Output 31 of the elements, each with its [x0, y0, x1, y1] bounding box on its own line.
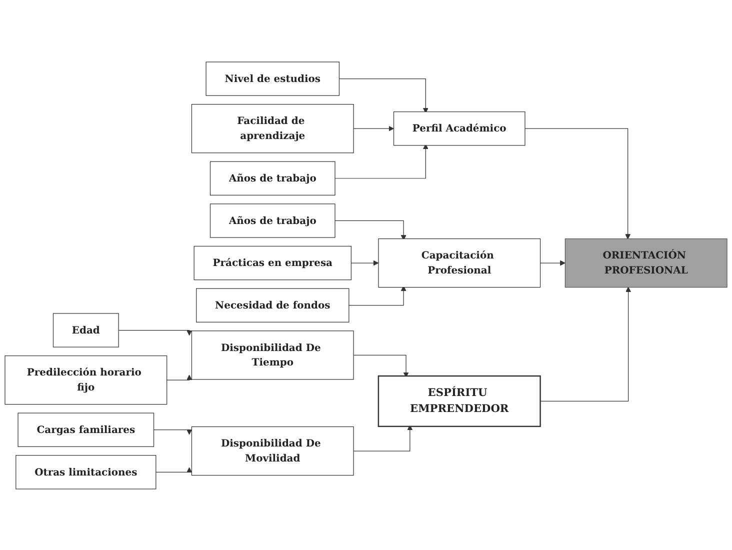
node-box: ORIENTACIÓN PROFESIONAL	[564, 238, 728, 288]
node-box: Facilidad de aprendizaje	[191, 104, 354, 153]
node-box: Disponibilidad De Movilidad	[191, 426, 354, 476]
node-box: Edad	[52, 312, 119, 347]
arrow	[153, 428, 192, 434]
node-box: Predilección horario fijo	[4, 354, 168, 404]
arrow	[348, 285, 406, 306]
node-box: Perfil Académico	[393, 110, 526, 146]
node-box: Cargas familiares	[18, 412, 154, 446]
arrow	[353, 125, 394, 131]
arrow	[540, 260, 566, 266]
arrow	[334, 143, 428, 178]
node-box: ESPÍRITU EMPRENDEDOR	[378, 374, 541, 427]
arrow	[156, 466, 192, 472]
arrow	[338, 78, 428, 113]
node-box: Años de trabajo	[210, 203, 336, 238]
arrow	[353, 354, 409, 378]
arrow	[118, 329, 192, 336]
node-box: Otras limitaciones	[16, 454, 156, 489]
arrow	[166, 374, 192, 380]
node-box: Necesidad de fondos	[196, 288, 350, 322]
arrow	[334, 220, 406, 240]
arrow	[524, 128, 631, 239]
arrow	[353, 424, 413, 451]
arrow	[350, 260, 379, 266]
node-box: Capacitación Profesional	[378, 238, 541, 288]
node-box: Nivel de estudios	[206, 61, 340, 96]
node-box: Prácticas en empresa	[194, 245, 352, 280]
node-box: Años de trabajo	[210, 160, 336, 195]
arrow	[540, 286, 632, 402]
node-box: Disponibilidad De Tiempo	[191, 330, 354, 380]
